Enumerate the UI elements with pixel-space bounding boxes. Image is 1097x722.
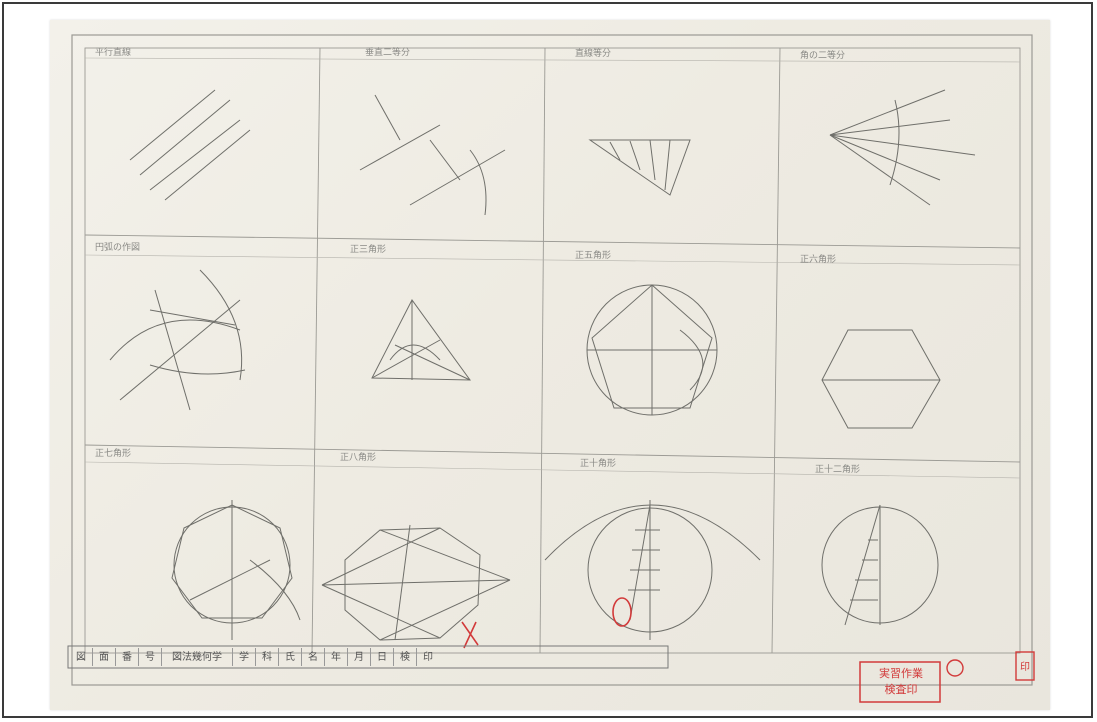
- sheet-inner-border: [84, 47, 1021, 654]
- panel-title-12: 正十二角形: [815, 463, 860, 475]
- angle-bisector-figure: [829, 89, 976, 206]
- panel-title-4: 角の二等分: [800, 49, 845, 61]
- tb-cell: 検: [394, 648, 417, 666]
- grid-vline-2: [539, 47, 546, 654]
- divided-triangle-figure: [588, 139, 691, 196]
- tb-cell: 印: [423, 652, 433, 663]
- tb-cell: 面: [93, 648, 116, 666]
- grid-hline-1: [84, 234, 1021, 249]
- grid-vline-1: [311, 47, 321, 654]
- tb-cell: 氏: [279, 648, 302, 666]
- panel-title-9: 正七角形: [95, 447, 131, 459]
- stamp-seal: [946, 659, 964, 677]
- hexagon-figure: [821, 329, 941, 429]
- tb-cell: 年: [325, 648, 348, 666]
- title-block: [67, 645, 669, 669]
- drawing-sheet-photo: [50, 20, 1050, 710]
- tb-cell: 名: [302, 648, 325, 666]
- panel-title-11: 正十角形: [580, 457, 616, 469]
- tb-cell: 番: [116, 648, 139, 666]
- panel-title-7: 正五角形: [575, 249, 611, 261]
- tb-cell: 学: [233, 648, 256, 666]
- stamp-line-1: 実習作業: [879, 667, 923, 680]
- panel-title-3: 直線等分: [575, 47, 611, 59]
- tb-cell: 科: [256, 648, 279, 666]
- panel-title-5: 円弧の作図: [95, 241, 140, 253]
- grid-hline-2: [84, 444, 1021, 463]
- inspection-stamp: [859, 651, 1035, 703]
- panel-title-6: 正三角形: [350, 243, 386, 255]
- panel-title-1: 平行直線: [95, 46, 131, 58]
- panel-title-2: 垂直二等分: [365, 46, 410, 58]
- dodecagon-figure: [821, 504, 939, 626]
- stamp-text: 実習作業 検査印: [864, 666, 938, 698]
- tb-cell: 日: [371, 648, 394, 666]
- decagon-figure: [544, 500, 761, 640]
- arc-figure: [109, 269, 246, 411]
- perpendicular-figure: [359, 94, 506, 216]
- tb-cell: 号: [139, 648, 162, 666]
- corner-seal: [1015, 651, 1035, 681]
- pentagon-figure: [586, 284, 718, 416]
- parallel-lines-figure: [129, 89, 251, 201]
- circle-mark: [612, 597, 632, 627]
- tb-cell: 月: [348, 648, 371, 666]
- title-block-cells: 図 面 番 号 図法幾何学 学 科 氏 名 年 月 日 検 印: [70, 648, 666, 666]
- panel-title-10: 正八角形: [340, 451, 376, 463]
- corner-seal-text: 印: [1020, 662, 1030, 673]
- correction-marks: [461, 597, 632, 649]
- sheet-border: [71, 34, 1033, 686]
- heptagon-figure: [171, 500, 301, 640]
- grid-vline-3: [771, 47, 781, 654]
- panel-title-8: 正六角形: [800, 253, 836, 265]
- stamp-line-2: 検査印: [884, 683, 918, 696]
- tb-cell: 図: [70, 648, 93, 666]
- triangle-figure: [371, 299, 471, 381]
- tb-cell: 図法幾何学: [162, 648, 233, 666]
- octagon-figure: [321, 524, 511, 641]
